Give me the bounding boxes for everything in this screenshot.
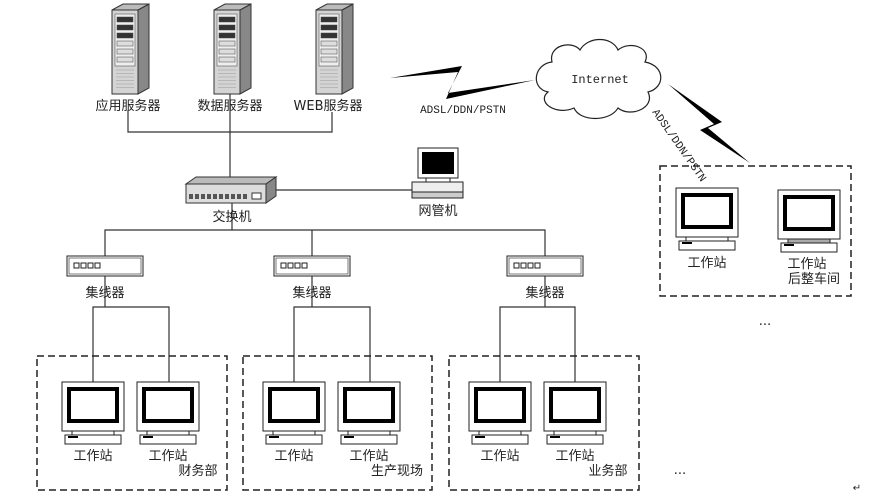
workstation-label: 工作站 bbox=[555, 449, 594, 464]
workstation-icon bbox=[468, 381, 532, 445]
workstation-icon bbox=[136, 381, 200, 445]
internet-cloud: Internet bbox=[535, 38, 662, 120]
workstation-icon bbox=[543, 381, 607, 445]
department-label: 生产现场 bbox=[371, 464, 423, 479]
department-label: 业务部 bbox=[588, 463, 627, 479]
workstation-icon bbox=[777, 189, 841, 253]
remote-label: 后整车间 bbox=[788, 271, 840, 287]
hub-label: 集线器 bbox=[525, 285, 564, 301]
internet-label: Internet bbox=[571, 73, 629, 87]
hub-icon bbox=[273, 255, 351, 277]
server-icon bbox=[315, 3, 354, 95]
switch-icon bbox=[184, 176, 278, 204]
return-mark: ↵ bbox=[853, 483, 861, 494]
department-box-production bbox=[242, 355, 433, 491]
server-icon bbox=[111, 3, 150, 95]
manager-label: 网管机 bbox=[418, 204, 457, 219]
department-box-finance bbox=[36, 355, 228, 491]
manager-computer-icon bbox=[411, 147, 464, 199]
ellipsis: ... bbox=[674, 463, 686, 478]
workstation-icon bbox=[61, 381, 125, 445]
workstation-label: 工作站 bbox=[480, 449, 519, 464]
department-label: 财务部 bbox=[178, 463, 217, 479]
workstation-label: 工作站 bbox=[274, 449, 313, 464]
hub-icon bbox=[506, 255, 584, 277]
workstation-label: 工作站 bbox=[349, 449, 388, 464]
switch-label: 交换机 bbox=[212, 209, 251, 225]
hub-icon bbox=[66, 255, 144, 277]
department-box-business bbox=[448, 355, 640, 491]
lightning-left-icon bbox=[390, 66, 535, 99]
ellipsis: ... bbox=[759, 314, 771, 329]
server-label: 数据服务器 bbox=[197, 98, 262, 114]
workstation-label: 工作站 bbox=[148, 449, 187, 464]
hub-label: 集线器 bbox=[292, 285, 331, 301]
workstation-label: 工作站 bbox=[73, 449, 112, 464]
link-label-right: ADSL/DDN/PSTN bbox=[649, 107, 708, 184]
workstation-label: 工作站 bbox=[787, 257, 826, 272]
workstation-label: 工作站 bbox=[687, 256, 726, 271]
server-label: 应用服务器 bbox=[95, 98, 160, 114]
workstation-icon bbox=[337, 381, 401, 445]
server-label: WEB服务器 bbox=[294, 98, 363, 114]
hub-label: 集线器 bbox=[85, 285, 124, 301]
remote-box bbox=[659, 165, 852, 297]
workstation-icon bbox=[675, 187, 739, 251]
wires bbox=[92, 92, 576, 382]
server-icon bbox=[213, 3, 252, 95]
workstation-icon bbox=[262, 381, 326, 445]
link-label-left: ADSL/DDN/PSTN bbox=[420, 105, 506, 117]
